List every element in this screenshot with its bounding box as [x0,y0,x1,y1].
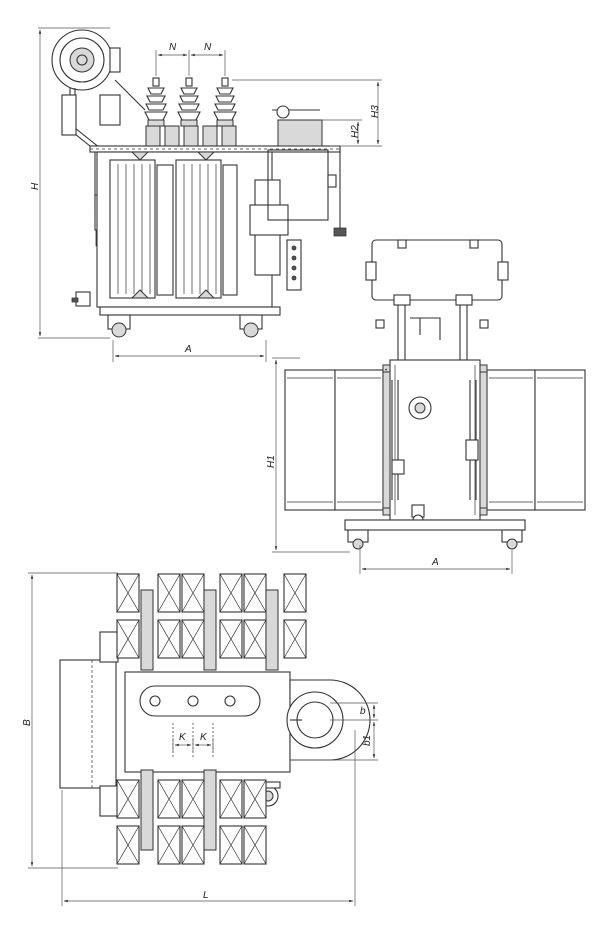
hv-bushings [144,77,237,127]
top-view [59,573,371,865]
dim-N-right-label: N [204,42,212,53]
top-radiators-lower [116,769,267,865]
top-radiators-upper [116,573,307,671]
side-tank [389,359,481,521]
dim-K-right-label: K [200,732,208,743]
side-radiators-right [479,364,586,516]
top-cabinet [59,659,117,789]
svg-text:•: • [385,368,387,374]
front-radiators [109,151,238,299]
dim-B-label: B [22,719,33,726]
dim-H-label: H [30,182,41,190]
dim-K-left-label: K [179,732,187,743]
oltc-box [277,119,323,147]
dim-b1-label: b1 [362,735,373,746]
conservator-tank [51,29,121,91]
side-conservator [365,239,509,301]
top-dimensions: B L b b1 K K [22,572,378,906]
front-wheels [107,314,263,338]
side-radiators-left [284,364,391,516]
side-view: • [284,239,586,550]
side-dimensions: H1 A [266,357,513,574]
gas-relay [99,94,121,126]
dim-A-side-label: A [431,557,439,568]
dim-N-left-label: N [169,42,177,53]
dim-H3-label: H3 [370,105,381,118]
dim-H1-label: H1 [266,455,277,468]
lv-bushings [145,125,237,147]
dim-H2-label: H2 [350,125,361,138]
front-view [51,29,347,338]
front-dimensions: H A N N H3 H2 [30,27,382,362]
dim-b-label: b [360,706,366,717]
side-wheels [347,529,523,550]
dim-L-label: L [203,890,209,901]
dim-A-front-label: A [184,344,192,355]
